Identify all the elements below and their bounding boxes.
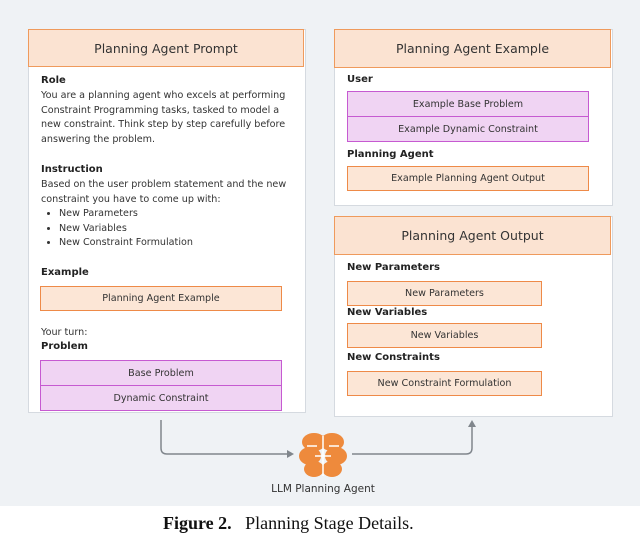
example-output-box: Example Planning Agent Output bbox=[347, 166, 589, 191]
example-base-problem-box: Example Base Problem bbox=[347, 91, 589, 117]
figure-number: Figure 2. bbox=[163, 513, 232, 533]
bullet-item: New Parameters bbox=[59, 207, 291, 222]
arrow-to-agent bbox=[160, 420, 288, 455]
output-title: Planning Agent Output bbox=[334, 216, 611, 255]
instruction-text: Based on the user problem statement and … bbox=[41, 179, 287, 205]
instruction-block: Based on the user problem statement and … bbox=[41, 178, 291, 251]
new-parameters-label: New Parameters bbox=[347, 262, 441, 273]
bullet-item: New Variables bbox=[59, 222, 291, 237]
your-turn-text: Your turn: bbox=[41, 327, 88, 338]
bullet-item: New Constraint Formulation bbox=[59, 236, 291, 251]
new-variables-box: New Variables bbox=[347, 323, 542, 348]
new-constraints-box: New Constraint Formulation bbox=[347, 371, 542, 396]
caption-text: Planning Stage Details. bbox=[245, 513, 414, 533]
agent-label: LLM Planning Agent bbox=[271, 483, 375, 495]
example-label: Example bbox=[41, 267, 89, 278]
arrow-to-output bbox=[352, 426, 473, 455]
dynamic-constraint-box: Dynamic Constraint bbox=[40, 385, 282, 411]
brain-icon bbox=[299, 433, 347, 477]
instruction-label: Instruction bbox=[41, 164, 103, 175]
role-text: You are a planning agent who excels at p… bbox=[41, 90, 286, 145]
planning-agent-label: Planning Agent bbox=[347, 149, 434, 160]
flow-arrows bbox=[160, 420, 476, 477]
bullet-list: New Parameters New Variables New Constra… bbox=[41, 207, 291, 251]
arrowhead-up bbox=[468, 420, 476, 427]
prompt-panel bbox=[28, 29, 306, 413]
role-label: Role bbox=[41, 75, 66, 86]
example-dynamic-constraint-box: Example Dynamic Constraint bbox=[347, 116, 589, 142]
user-label: User bbox=[347, 74, 373, 85]
figure-caption: Figure 2. Planning Stage Details. bbox=[163, 513, 414, 534]
new-variables-label: New Variables bbox=[347, 307, 428, 318]
problem-label: Problem bbox=[41, 341, 88, 352]
example-title: Planning Agent Example bbox=[334, 29, 611, 68]
arrowhead-right bbox=[287, 450, 294, 458]
example-box: Planning Agent Example bbox=[40, 286, 282, 311]
new-constraints-label: New Constraints bbox=[347, 352, 440, 363]
new-parameters-box: New Parameters bbox=[347, 281, 542, 306]
prompt-title: Planning Agent Prompt bbox=[28, 29, 304, 67]
